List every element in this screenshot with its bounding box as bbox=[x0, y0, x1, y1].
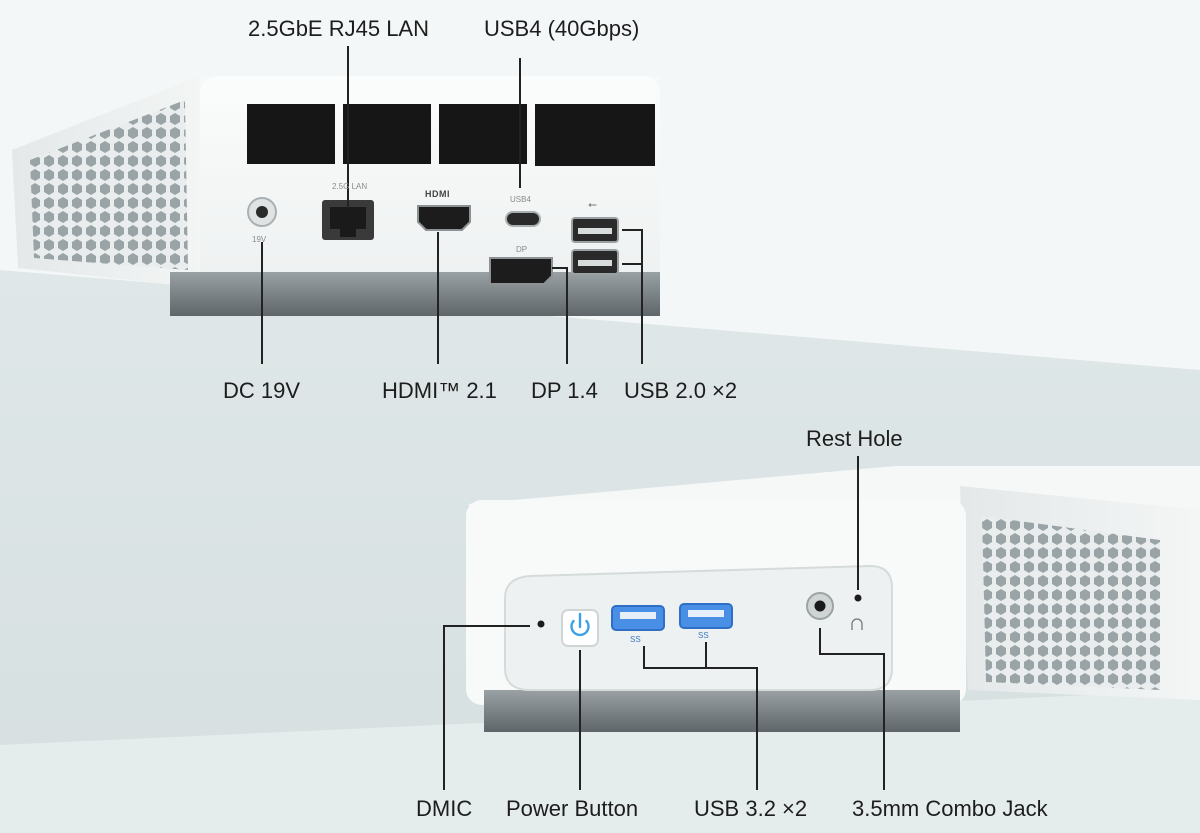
rear-vent bbox=[343, 104, 431, 164]
rear-vent bbox=[247, 104, 335, 164]
callout-usb3: USB 3.2 ×2 bbox=[694, 796, 808, 821]
usb-icon: ⭠ bbox=[588, 199, 597, 211]
rear-vent bbox=[439, 104, 527, 164]
power-icon bbox=[570, 612, 590, 637]
rear-vent bbox=[535, 104, 655, 166]
dc-marking: 19V bbox=[252, 235, 267, 244]
callout-hdmi: HDMI™ 2.1 bbox=[382, 378, 497, 403]
top-minipc bbox=[12, 76, 660, 316]
headphone-icon bbox=[851, 618, 863, 630]
callout-dc: DC 19V bbox=[223, 378, 301, 403]
dmic-hole bbox=[537, 620, 545, 628]
bottom-minipc bbox=[466, 466, 1200, 732]
callout-power: Power Button bbox=[506, 796, 639, 821]
callout-usb2: USB 2.0 ×2 bbox=[624, 378, 738, 403]
bottom-leader-lines bbox=[443, 456, 885, 790]
usb3-marking: SS bbox=[630, 635, 641, 644]
callout-lan: 2.5GbE RJ45 LAN bbox=[248, 16, 429, 41]
callout-dp: DP 1.4 bbox=[531, 378, 598, 403]
usb4-port bbox=[505, 211, 541, 227]
usb3-marking: SS bbox=[698, 631, 709, 640]
dp-marking: DP bbox=[516, 245, 528, 254]
side-vent-mesh bbox=[30, 100, 188, 270]
hdmi-logo-icon: HDMI bbox=[425, 189, 450, 199]
side-vent-mesh bbox=[982, 516, 1160, 690]
lan-marking: 2.5G LAN bbox=[332, 182, 368, 191]
dp-port bbox=[489, 257, 553, 285]
top-leader-lines bbox=[261, 46, 643, 364]
hdmi-port bbox=[417, 205, 471, 231]
callout-usb4: USB4 (40Gbps) bbox=[484, 16, 640, 41]
usb4-marking: USB4 bbox=[510, 195, 531, 204]
callout-audio: 3.5mm Combo Jack bbox=[852, 796, 1048, 821]
reset-hole bbox=[854, 594, 862, 602]
callout-reset: Rest Hole bbox=[806, 426, 903, 451]
callout-dmic: DMIC bbox=[416, 796, 473, 821]
